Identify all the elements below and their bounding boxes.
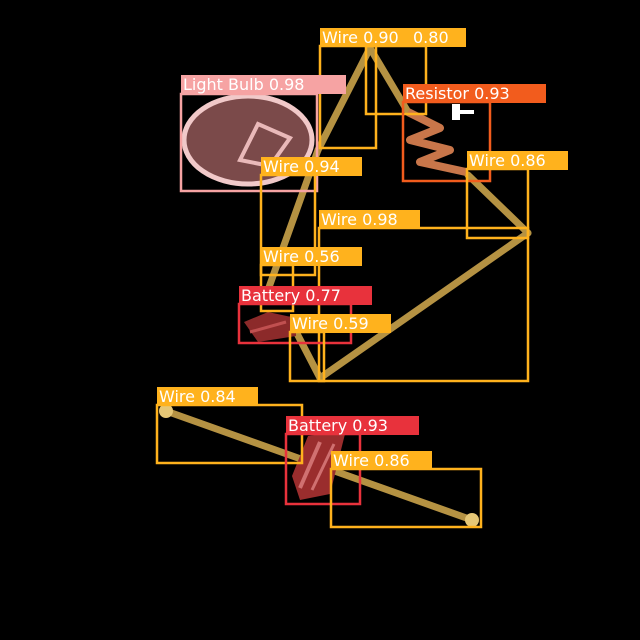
label-wire-0-98: Wire 0.98 — [321, 210, 398, 229]
label-wire-0-94: Wire 0.94 — [263, 157, 340, 176]
label-battery-0-93: Battery 0.93 — [288, 416, 388, 435]
wire-end-left — [159, 404, 173, 418]
wire-top-left — [314, 44, 374, 154]
resistor-drawing — [406, 104, 474, 176]
wire-resistor-right — [464, 171, 532, 237]
label-wire-0-80: 0.80 — [413, 28, 449, 47]
label-wire-0-59: Wire 0.59 — [292, 314, 369, 333]
label-wire-0-86-right: Wire 0.86 — [469, 151, 546, 170]
label-battery-0-77: Battery 0.77 — [241, 286, 341, 305]
label-wire-0-56: Wire 0.56 — [263, 247, 340, 266]
battery-upper-drawing — [244, 312, 296, 342]
wire-diagonal-long — [316, 229, 532, 382]
detection-labels: Wire 0.90 0.80 Light Bulb 0.98 Resistor … — [157, 28, 568, 470]
wire-end-right — [465, 513, 479, 527]
label-wire-0-84: Wire 0.84 — [159, 387, 236, 406]
label-resistor: Resistor 0.93 — [405, 84, 510, 103]
label-wire-0-90: Wire 0.90 — [322, 28, 399, 47]
battery-lower-drawing — [292, 430, 346, 500]
label-wire-0-86-lower: Wire 0.86 — [333, 451, 410, 470]
label-light-bulb: Light Bulb 0.98 — [183, 75, 304, 94]
